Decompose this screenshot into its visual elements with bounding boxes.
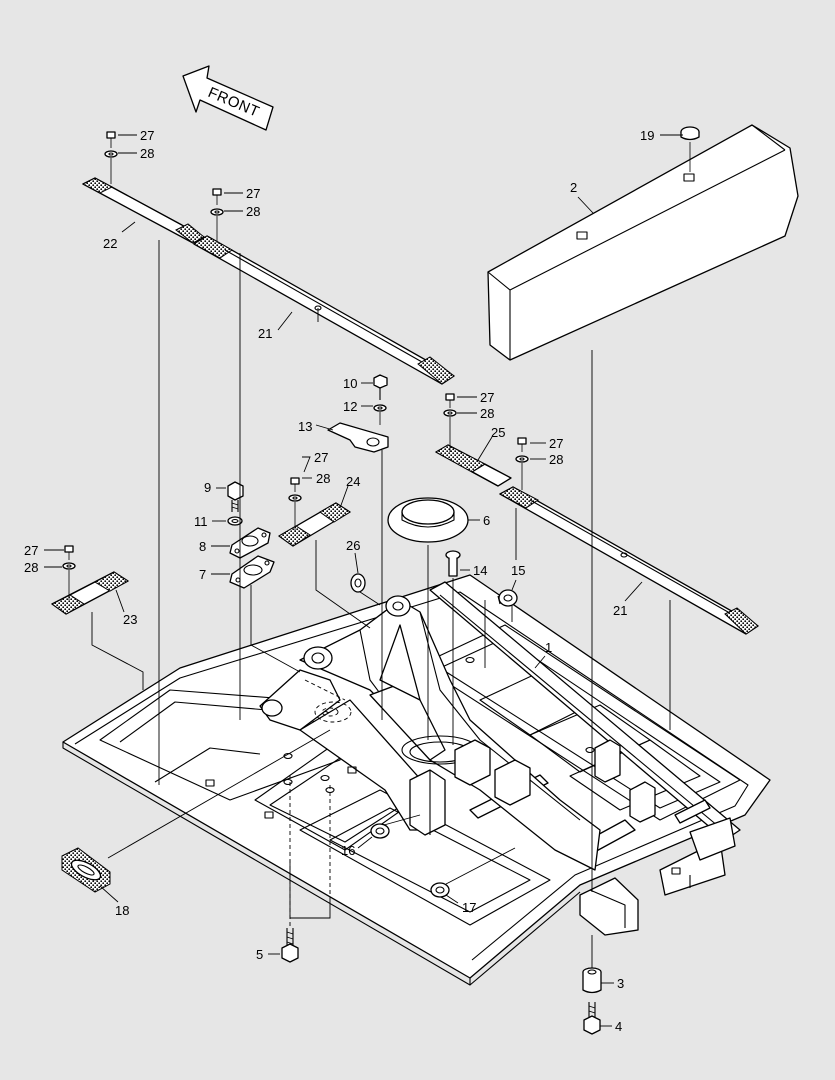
callout-22: 22 (103, 236, 117, 251)
callout-25: 25 (491, 425, 505, 440)
callout-9: 9 (204, 480, 211, 495)
grip-plate-23 (51, 571, 129, 615)
bushing-26 (350, 573, 366, 593)
bracket-13 (327, 422, 389, 453)
callout-10: 10 (343, 376, 357, 391)
callout-21: 21 (613, 603, 627, 618)
grip-plate-21-lower (498, 486, 759, 635)
callout-11: 11 (194, 514, 208, 529)
callout-23: 23 (123, 612, 137, 627)
callout-27: 27 (24, 543, 38, 558)
callout-28: 28 (316, 471, 330, 486)
callout-8: 8 (199, 539, 206, 554)
callout-18: 18 (115, 903, 129, 918)
callout-labels: 27 28 27 28 22 21 19 2 10 12 13 27 28 25… (24, 128, 654, 1034)
callout-24: 24 (346, 474, 360, 489)
callout-28: 28 (24, 560, 38, 575)
callout-28: 28 (140, 146, 154, 161)
bushing-16 (370, 823, 390, 839)
bolt-27-a (104, 131, 118, 184)
flange-plate-8 (229, 527, 271, 559)
bolt-9 (227, 481, 244, 512)
callout-19: 19 (640, 128, 654, 143)
callout-21: 21 (258, 326, 272, 341)
callout-26: 26 (346, 538, 360, 553)
callout-2: 2 (570, 180, 577, 195)
callout-27: 27 (549, 436, 563, 451)
bushing-17 (430, 882, 450, 898)
callout-27: 27 (140, 128, 154, 143)
callout-1: 1 (545, 640, 552, 655)
assembly-lines (91, 240, 671, 968)
grip-plate-21-upper (192, 235, 455, 385)
counterweight-bolt (680, 126, 700, 172)
callout-leaders (44, 134, 683, 1027)
callout-7: 7 (199, 567, 206, 582)
bolt-27-f (62, 545, 76, 600)
upper-frame-assembly (62, 574, 771, 986)
callout-27: 27 (246, 186, 260, 201)
counterweight (487, 124, 799, 361)
grip-plate-25 (434, 444, 512, 487)
cover-6 (387, 497, 469, 543)
callout-4: 4 (615, 1019, 622, 1034)
gasket-7 (229, 555, 275, 589)
callout-6: 6 (483, 513, 490, 528)
grommet-18 (61, 847, 111, 893)
callout-28: 28 (246, 204, 260, 219)
base-plate-rim (74, 591, 749, 961)
callout-27: 27 (314, 450, 328, 465)
bolt-4 (583, 1002, 601, 1035)
side-rail-right (429, 581, 741, 841)
bolt-27-c (443, 393, 457, 452)
callout-3: 3 (617, 976, 624, 991)
grip-plate-22 (81, 177, 205, 244)
callout-14: 14 (473, 563, 487, 578)
callout-27: 27 (480, 390, 494, 405)
sleeve-3 (582, 967, 602, 994)
callout-15: 15 (511, 563, 525, 578)
callout-5: 5 (256, 947, 263, 962)
front-arrow: FRONT (182, 65, 274, 131)
callout-28: 28 (480, 406, 494, 421)
callout-16: 16 (341, 843, 355, 858)
bolt-5 (281, 928, 299, 963)
bolt-27-e (288, 477, 302, 532)
bolt-27-d (515, 437, 529, 490)
callout-17: 17 (462, 900, 476, 915)
callout-28: 28 (549, 452, 563, 467)
grip-plate-24 (278, 502, 351, 547)
bushing-15 (497, 589, 518, 607)
bolt-10 (373, 374, 388, 425)
washer-11 (227, 516, 243, 526)
callout-13: 13 (298, 419, 312, 434)
pin-14 (445, 550, 461, 577)
bolt-27-b (210, 188, 224, 243)
callout-12: 12 (343, 399, 357, 414)
